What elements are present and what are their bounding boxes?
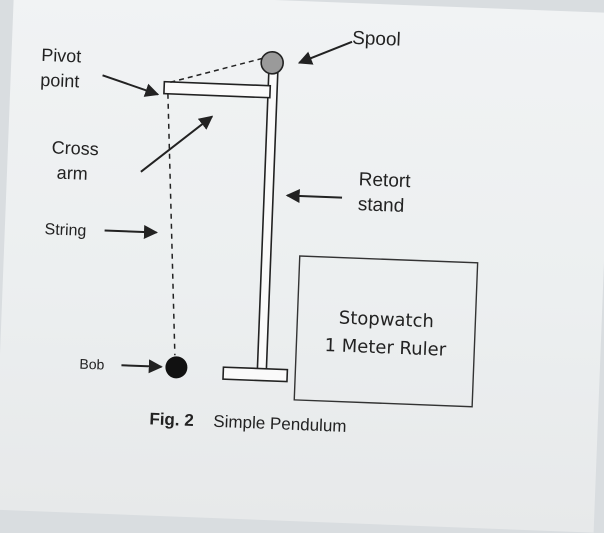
spool-icon — [260, 50, 284, 75]
pivot-label-line2: point — [40, 70, 80, 91]
string-to-spool — [168, 57, 263, 84]
figure-number: Fig. 2 — [149, 409, 194, 430]
cross-arm-arrow — [140, 115, 214, 173]
figure-title: Simple Pendulum — [213, 412, 347, 436]
pendulum-diagram: Stopwatch 1 Meter Ruler Spool Pivot poin… — [40, 28, 479, 436]
retort-label-line1: Retort — [358, 169, 411, 192]
string-label: String — [44, 221, 86, 240]
equipment-stopwatch: Stopwatch — [338, 308, 434, 333]
cross-arm-label-line2: arm — [56, 163, 88, 184]
retort-stand-pole — [256, 69, 279, 372]
string-arrow — [104, 225, 158, 239]
cross-arm-label-line1: Cross — [51, 137, 99, 159]
bob-icon — [165, 356, 188, 379]
retort-label-line2: stand — [357, 194, 404, 217]
cross-arm — [163, 80, 272, 99]
pivot-arrow — [102, 74, 160, 97]
bob-arrow — [121, 359, 163, 374]
spool-label: Spool — [352, 28, 401, 51]
pendulum-string — [167, 93, 176, 356]
retort-stand-base — [222, 366, 289, 383]
retort-stand-arrow — [285, 188, 343, 203]
equipment-box — [293, 255, 479, 408]
bob-label: Bob — [79, 356, 105, 373]
equipment-ruler: 1 Meter Ruler — [324, 335, 447, 361]
spool-arrow — [297, 40, 353, 65]
pivot-label-line1: Pivot — [41, 45, 82, 67]
